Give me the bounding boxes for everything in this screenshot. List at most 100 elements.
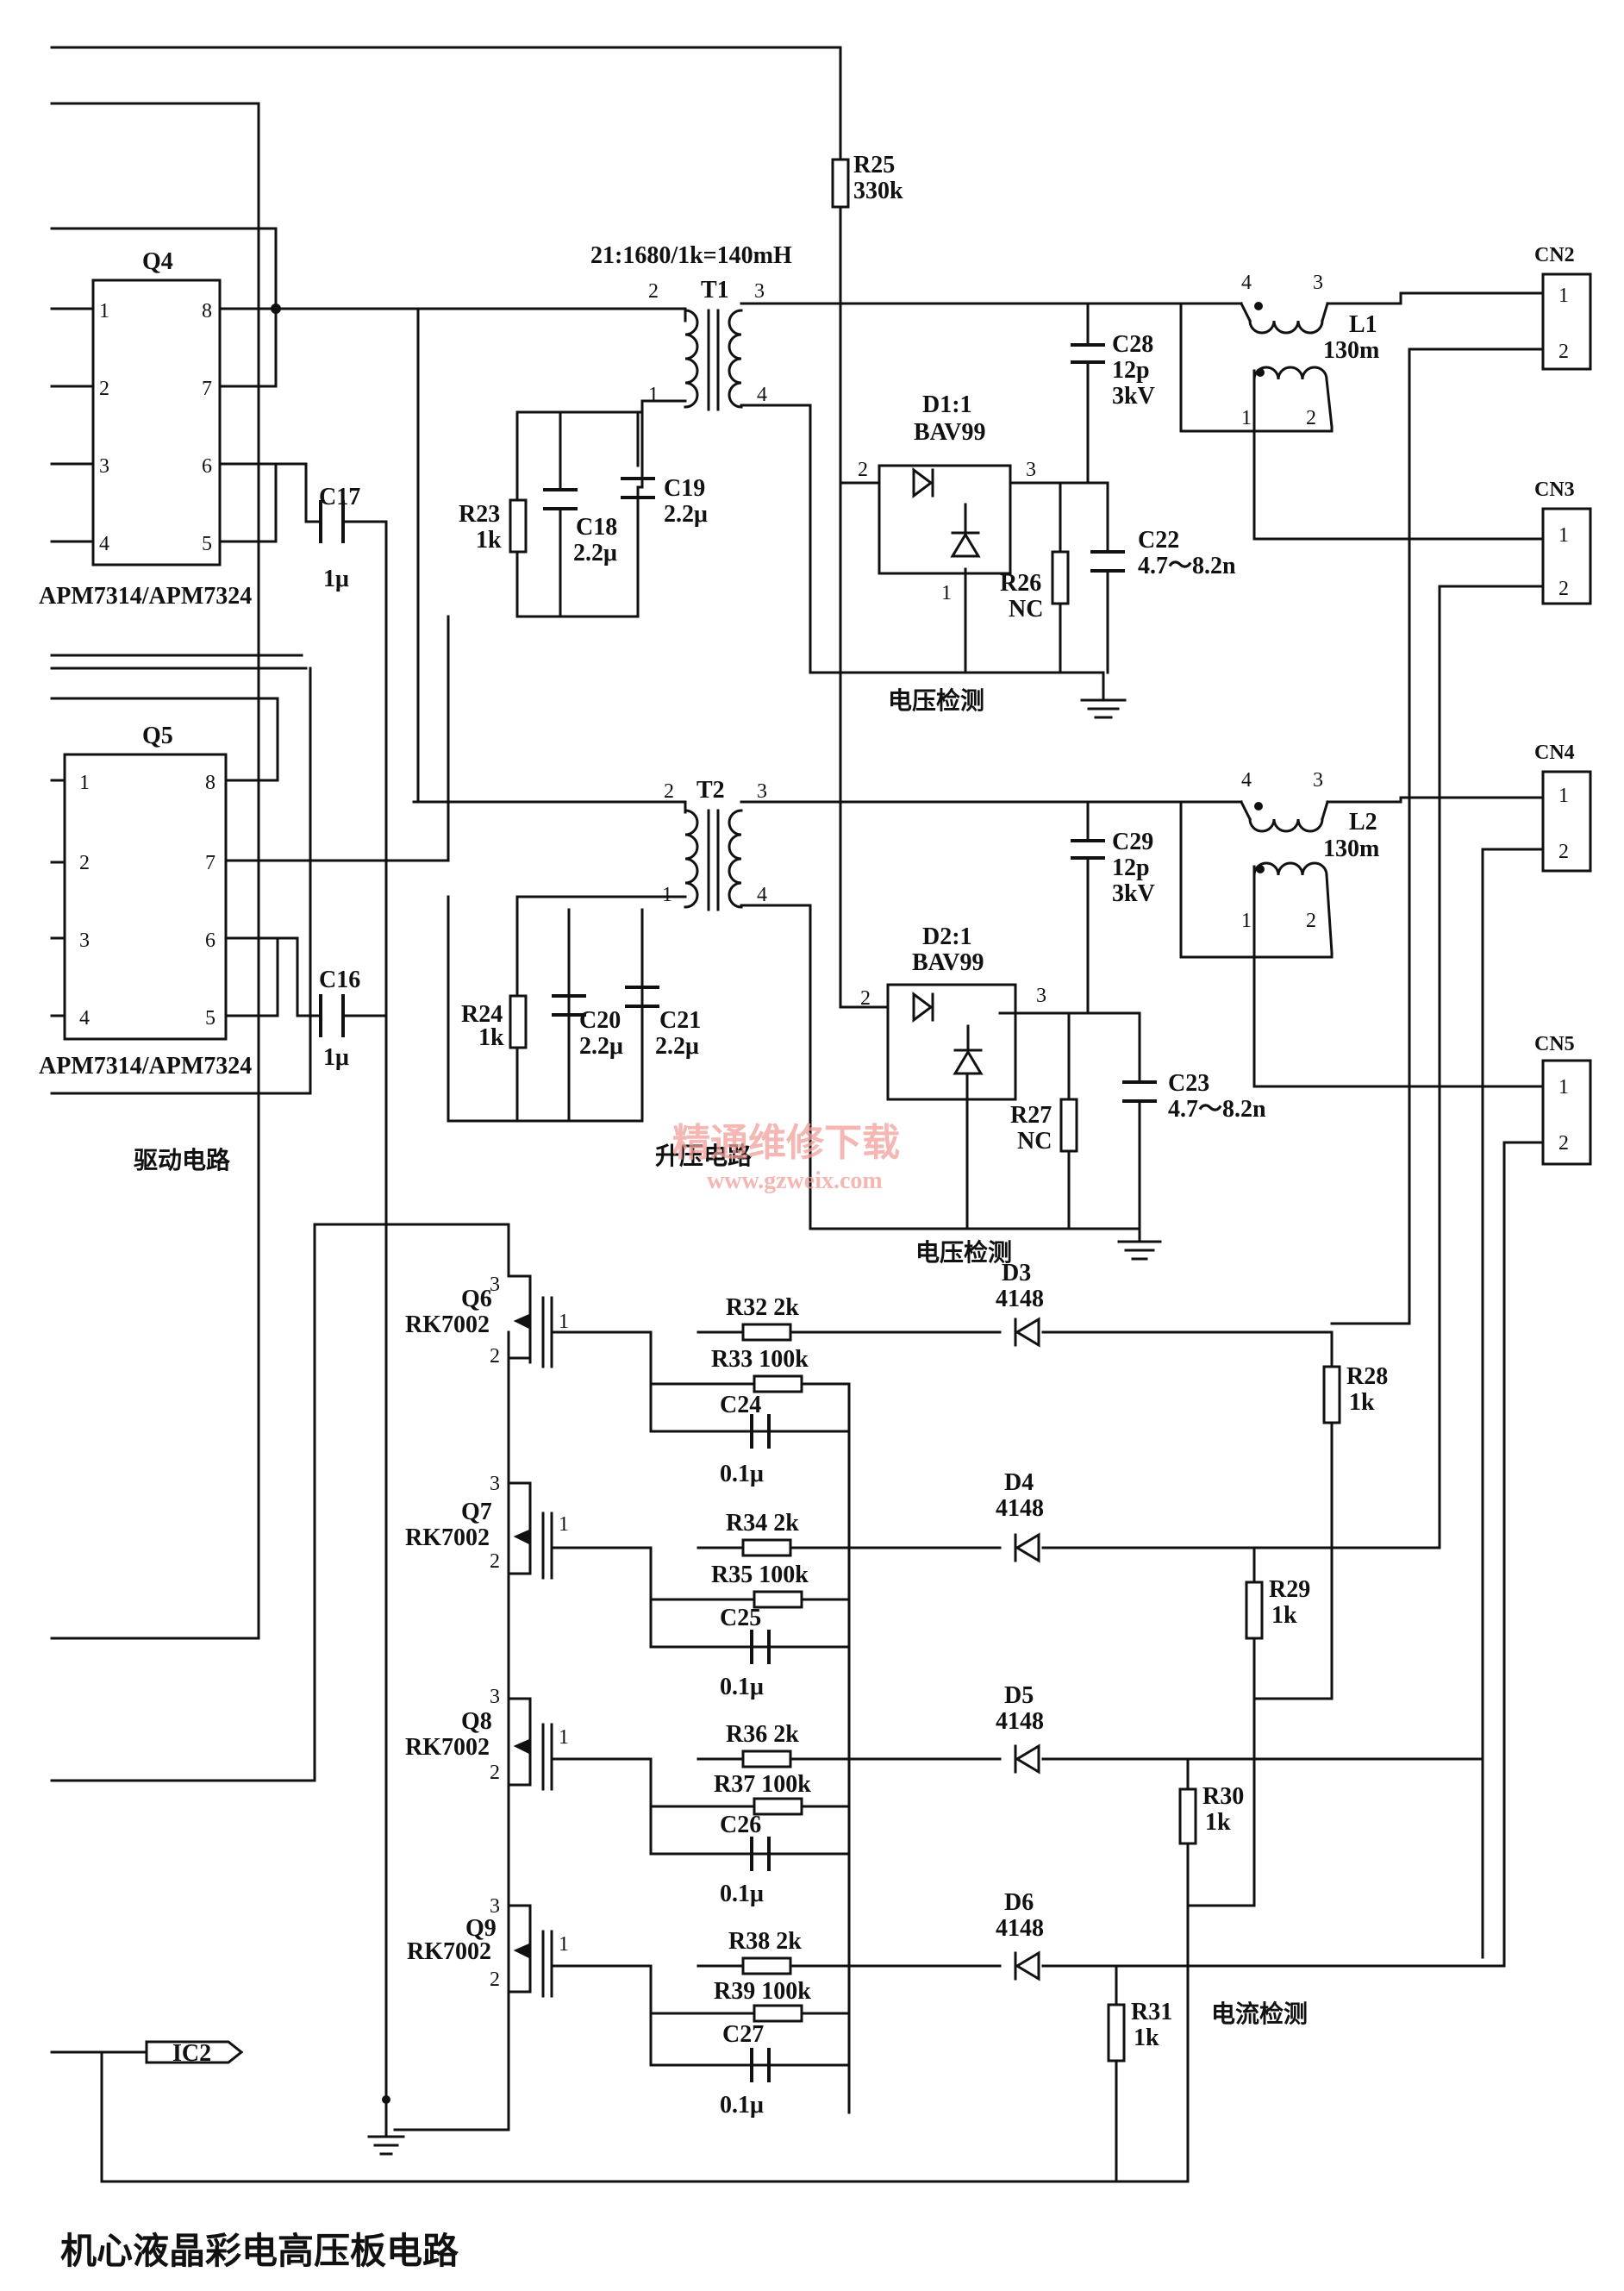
- c18-value: 2.2μ: [573, 540, 617, 566]
- c20-capacitor: C20 2.2μ: [552, 908, 623, 1123]
- cn5-ref: CN5: [1534, 1033, 1575, 1055]
- q7-part: RK7002: [405, 1524, 490, 1551]
- q5-part: APM7314/APM7324: [39, 1053, 252, 1080]
- c26-capacitor: C26 0.1μ: [720, 1812, 771, 1907]
- pin-label: 2: [648, 280, 659, 303]
- pin-label: 2: [1306, 407, 1316, 429]
- r30-value: 1k: [1205, 1809, 1231, 1836]
- d1-diode-array: D1:1 BAV99 2 3 1: [858, 391, 1036, 604]
- r30-resistor: R30 1k: [1178, 1783, 1244, 1845]
- c27-ref: C27: [722, 2021, 764, 2048]
- l1-ref: L1: [1349, 311, 1377, 338]
- r34-label: R34 2k: [726, 1510, 799, 1537]
- d6-part: 4148: [996, 1915, 1044, 1942]
- r26-value: NC: [1009, 596, 1043, 623]
- r23-ref: R23: [459, 501, 500, 528]
- c25-ref: C25: [720, 1605, 761, 1631]
- r24-resistor: R24 1k: [461, 994, 528, 1051]
- pin-label: 4: [757, 384, 767, 406]
- pin-label: 1: [559, 1726, 569, 1749]
- cn3-connector: CN3 1 2: [1534, 479, 1592, 605]
- pin-label: 3: [490, 1274, 500, 1296]
- pin-label: 3: [1313, 769, 1323, 792]
- c27-value: 0.1μ: [720, 2092, 764, 2119]
- transformer-spec: 21:1680/1k=140mH: [590, 242, 792, 269]
- c25-capacitor: C25 0.1μ: [720, 1605, 771, 1700]
- r35-resistor: R35 100k: [711, 1562, 809, 1609]
- pin-label: 3: [99, 455, 109, 478]
- d5-part: 4148: [996, 1708, 1044, 1735]
- ic2-net-tag: IC2: [145, 2040, 244, 2067]
- ground-symbol: [1117, 1240, 1162, 1261]
- voltage-detect-label-2: 电压检测: [915, 1238, 1012, 1267]
- r31-value: 1k: [1134, 2025, 1159, 2051]
- pin-label: 4: [1241, 272, 1252, 294]
- r31-ref: R31: [1131, 1999, 1172, 2025]
- d1-part: BAV99: [914, 419, 986, 446]
- junction-dots: [271, 304, 390, 2104]
- d4-diode: D4 4148: [996, 1469, 1044, 1563]
- d3-part: 4148: [996, 1286, 1044, 1312]
- page-title: 机心液晶彩电高压板电路: [60, 2232, 459, 2272]
- ground-symbol: [367, 2132, 405, 2156]
- r36-resistor: R36 2k: [726, 1721, 799, 1768]
- drive-circuit-label: 驱动电路: [134, 1147, 231, 1174]
- pin-label: 1: [79, 772, 90, 794]
- c26-ref: C26: [720, 1812, 761, 1838]
- r35-label: R35 100k: [711, 1562, 809, 1588]
- l2-value: 130m: [1323, 836, 1379, 862]
- pin-label: 6: [202, 455, 212, 478]
- q9-part: RK7002: [407, 1938, 491, 1965]
- c29-rating: 3kV: [1112, 880, 1155, 907]
- pin-label: 1: [1558, 1076, 1569, 1099]
- boost-circuit-label: 升压电路: [655, 1142, 753, 1170]
- r32-label: R32 2k: [726, 1294, 799, 1321]
- pin-label: 7: [202, 378, 212, 400]
- c29-ref: C29: [1112, 829, 1153, 855]
- c24-capacitor: C24 0.1μ: [720, 1392, 771, 1487]
- pin-label: 2: [858, 459, 868, 481]
- pin-label: 3: [1026, 459, 1036, 481]
- pin-label: 1: [559, 1933, 569, 1956]
- c19-capacitor: C19 2.2μ: [621, 475, 708, 618]
- r27-value: NC: [1017, 1128, 1052, 1155]
- r32-resistor: R32 2k: [726, 1294, 799, 1342]
- r29-value: 1k: [1271, 1602, 1297, 1629]
- cn3-ref: CN3: [1534, 479, 1575, 501]
- voltage-detect-label-1: 电压检测: [888, 686, 984, 715]
- d2-part: BAV99: [912, 949, 984, 976]
- wires: [50, 46, 1545, 2183]
- d6-ref: D6: [1004, 1889, 1034, 1916]
- l2-inductor: L2 130m 4 3 1 2: [1239, 769, 1379, 955]
- pin-label: 3: [1036, 985, 1046, 1007]
- d2-ref: D2:1: [922, 923, 972, 950]
- pin-label: 5: [202, 533, 212, 555]
- c18-capacitor: C18 2.2μ: [543, 410, 617, 618]
- c28-ref: C28: [1112, 331, 1153, 358]
- pin-label: 8: [202, 300, 212, 322]
- r38-resistor: R38 2k: [728, 1928, 802, 1975]
- c19-value: 2.2μ: [664, 501, 708, 528]
- r25-resistor: R25 330k: [831, 152, 903, 209]
- r33-label: R33 100k: [711, 1346, 809, 1373]
- pin-label: 1: [559, 1311, 569, 1333]
- q6-part: RK7002: [405, 1311, 490, 1338]
- r26-resistor: R26 NC: [1000, 550, 1070, 623]
- pin-label: 4: [79, 1007, 90, 1030]
- d4-part: 4148: [996, 1495, 1044, 1522]
- q5-mosfet-array: Q5 APM7314/APM7324 1 2 3 4 8 7 6 5: [39, 723, 252, 1080]
- pin-label: 3: [754, 280, 765, 303]
- pin-label: 2: [1558, 841, 1569, 863]
- pin-label: 2: [490, 1969, 500, 1991]
- c16-value: 1μ: [323, 1044, 349, 1071]
- pin-label: 1: [1558, 524, 1569, 547]
- q7-ref: Q7: [461, 1499, 492, 1525]
- q9-ref: Q9: [465, 1915, 497, 1942]
- pin-label: 4: [757, 884, 767, 906]
- r29-ref: R29: [1269, 1576, 1310, 1603]
- r24-value: 1k: [478, 1024, 504, 1051]
- q8-ref: Q8: [461, 1708, 492, 1735]
- d3-diode: D3 4148: [996, 1260, 1044, 1348]
- pin-label: 1: [99, 300, 109, 322]
- r33-resistor: R33 100k: [711, 1346, 809, 1393]
